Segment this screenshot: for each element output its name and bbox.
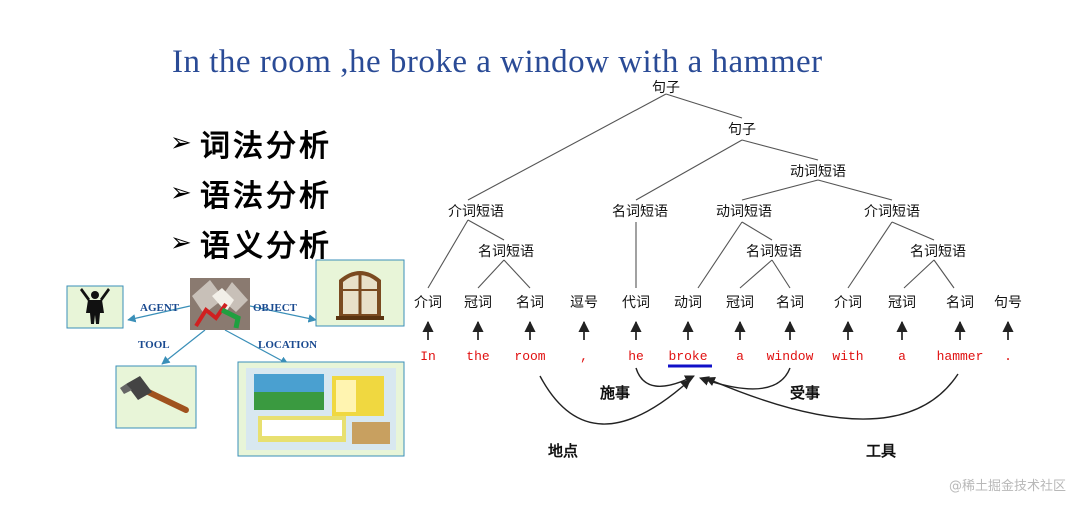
tree-edge [933, 259, 955, 289]
word-token: . [1004, 349, 1012, 364]
object-arrow [249, 305, 317, 323]
tree-edge [467, 219, 505, 241]
role-agent: 施事 [600, 384, 630, 402]
arrow-bullet-icon: ➢ [170, 128, 192, 158]
case-frame-diagram: AGENT OBJECT TOOL LOCATION [66, 259, 405, 457]
tree-labels: 句子 句子 动词短语 介词短语 名词短语 名词短语 动词短语 名词短语 介词短语… [448, 80, 966, 260]
pos-tag: 名词 [776, 295, 804, 311]
pos-tag: 名词 [946, 295, 974, 311]
bullet-lexical: ➢ 词法分析 [170, 118, 332, 168]
word-token: In [420, 349, 436, 364]
word-token: a [898, 349, 906, 364]
object-label: OBJECT [253, 302, 298, 314]
hammer-icon [120, 376, 189, 413]
pos-tag: 冠词 [726, 295, 754, 311]
agent-label: AGENT [140, 302, 180, 314]
break-action-icon [190, 278, 250, 330]
node-verb-phrase: 动词短语 [716, 204, 772, 220]
tree-edge [635, 139, 743, 201]
pos-tag: 句号 [994, 295, 1022, 311]
node-verb-phrase-top: 动词短语 [790, 164, 846, 180]
token-row: 介词 In 冠词 the 名词 room 逗号, 代词 he 动词 broke 冠词 a 名词 window… [414, 295, 1022, 364]
bullet-label: 语法分析 [200, 179, 332, 214]
tree-edge [697, 221, 743, 289]
pos-tag: 名词 [516, 295, 544, 311]
tool-box [115, 365, 197, 429]
tree-edge [741, 221, 773, 241]
role-labels: 施事 受事 地点 工具 [548, 384, 896, 460]
tree-edge [891, 221, 935, 241]
sentence-title: In the room ,he broke a window with a ha… [172, 44, 823, 80]
tree-edge [903, 259, 935, 289]
role-location: 地点 [548, 442, 578, 460]
word-token: , [580, 349, 588, 364]
patient-arc [699, 367, 791, 390]
node-noun-phrase-3: 名词短语 [910, 244, 966, 260]
tool-label: TOOL [138, 339, 170, 351]
analysis-list: ➢ 词法分析 ➢ 语法分析 ➢ 语义分析 [170, 118, 332, 268]
parse-tree [427, 93, 955, 289]
instrument-arc [705, 373, 959, 420]
tree-edge [817, 179, 893, 201]
role-patient: 受事 [790, 384, 820, 402]
location-label: LOCATION [258, 339, 317, 351]
word-token: a [736, 349, 744, 364]
pos-tag: 动词 [674, 295, 702, 311]
watermark: @稀土掘金技术社区 [948, 479, 1066, 494]
node-prep-phrase-1: 介词短语 [448, 204, 504, 220]
pos-tag: 冠词 [464, 295, 492, 311]
pos-tag: 介词 [414, 295, 442, 311]
word-token: he [628, 349, 644, 364]
tree-edge [467, 93, 667, 201]
word-token: window [767, 349, 814, 364]
word-token: broke [668, 349, 707, 364]
node-noun-phrase-1: 名词短语 [478, 244, 534, 260]
bullet-semantic: ➢ 语义分析 [170, 218, 332, 268]
tree-edge [477, 259, 505, 289]
semantic-arcs [539, 367, 959, 425]
location-arrow [224, 329, 289, 365]
word-token: room [514, 349, 545, 364]
node-noun-phrase-subject: 名词短语 [612, 204, 668, 220]
tree-edge [665, 93, 743, 119]
tool-arrow [161, 329, 206, 365]
bedroom-icon [246, 368, 396, 450]
arrow-bullet-icon: ➢ [170, 228, 192, 258]
person-icon [80, 288, 110, 324]
location-arc [539, 375, 691, 425]
tree-edge [847, 221, 893, 289]
node-root: 句子 [652, 80, 680, 96]
pos-tag: 冠词 [888, 295, 916, 311]
bullet-syntactic: ➢ 语法分析 [170, 168, 332, 218]
node-noun-phrase-2: 名词短语 [746, 244, 802, 260]
arrow-bullet-icon: ➢ [170, 178, 192, 208]
node-prep-phrase-2: 介词短语 [864, 204, 920, 220]
role-instrument: 工具 [866, 442, 896, 460]
agent-box [66, 285, 124, 329]
node-sentence: 句子 [728, 122, 756, 138]
tree-edge [771, 259, 791, 289]
tree-edge [427, 219, 469, 289]
pos-tag: 介词 [834, 295, 862, 311]
window-icon [336, 271, 384, 320]
tree-edge [741, 139, 819, 161]
pos-tag: 逗号 [570, 295, 598, 311]
agent-arrow [127, 305, 191, 323]
bullet-label: 语义分析 [200, 229, 332, 264]
tree-edge [739, 259, 773, 289]
word-token: the [466, 349, 489, 364]
tree-edge [741, 179, 819, 201]
pos-tag: 代词 [622, 295, 650, 311]
word-token: with [832, 349, 863, 364]
bullet-label: 词法分析 [200, 129, 332, 164]
tree-edge [503, 259, 531, 289]
word-token: hammer [937, 349, 984, 364]
